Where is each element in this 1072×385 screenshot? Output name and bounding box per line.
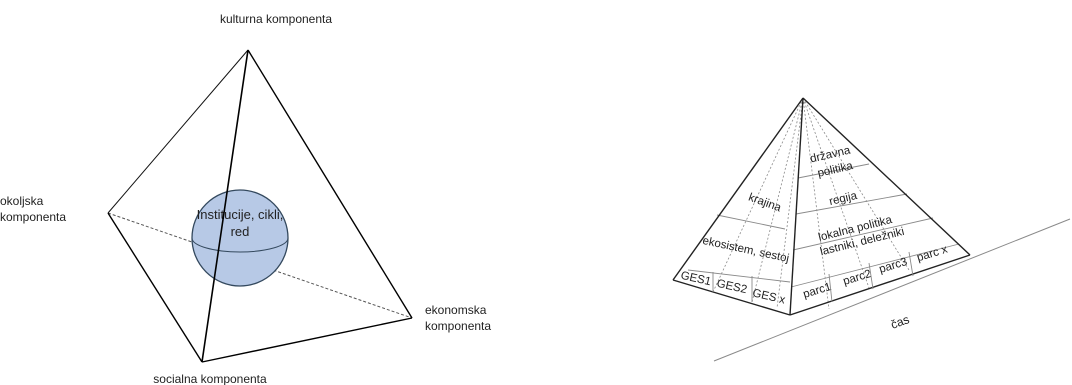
vertex-label-right-line-2: komponenta [425, 319, 491, 333]
right-cell-parcx: parc x [916, 244, 950, 265]
time-axis-line [713, 218, 1071, 362]
tetra-edge-left-bottom [107, 212, 203, 363]
tetrahedron-diagram: Institucije, cikli, red kulturna kompone… [0, 12, 491, 385]
left-cell-gesx: GES x [751, 287, 786, 306]
left-face-label-krajina: krajina [747, 192, 784, 215]
pyramid-cell-separators [712, 251, 914, 303]
vertex-label-right-line-1: ekonomska [425, 303, 487, 317]
vertex-label-left-line-2: komponenta [0, 210, 66, 224]
vertex-label-left-line-1: okoljska [0, 194, 44, 208]
vertex-label-bottom: socialna komponenta [153, 372, 267, 385]
pyramid-bands [687, 163, 960, 288]
right-cell-parc1: parc1 [802, 281, 833, 301]
sphere-label-line-1: Institucije, cikli, [197, 207, 284, 222]
sphere-label-line-2: red [231, 224, 250, 239]
right-cell-parc3: parc3 [878, 256, 909, 276]
tetra-edge-top-right [247, 49, 413, 319]
time-axis-label: čas [889, 312, 911, 332]
vertex-label-top: kulturna komponenta [220, 12, 332, 26]
pyramid-diagram: čas kraji [672, 97, 1071, 362]
tetra-edge-top-bottom [201, 49, 249, 363]
left-face-label-ecosystem: ekosistem, sestoj [701, 235, 790, 265]
tetra-hidden-edge-top-left [107, 49, 249, 214]
pyramid-outline [672, 97, 971, 316]
tetra-edge-bottom-right [201, 317, 413, 363]
institutions-sphere: Institucije, cikli, red [191, 189, 289, 287]
pyramid-rays [712, 97, 910, 310]
